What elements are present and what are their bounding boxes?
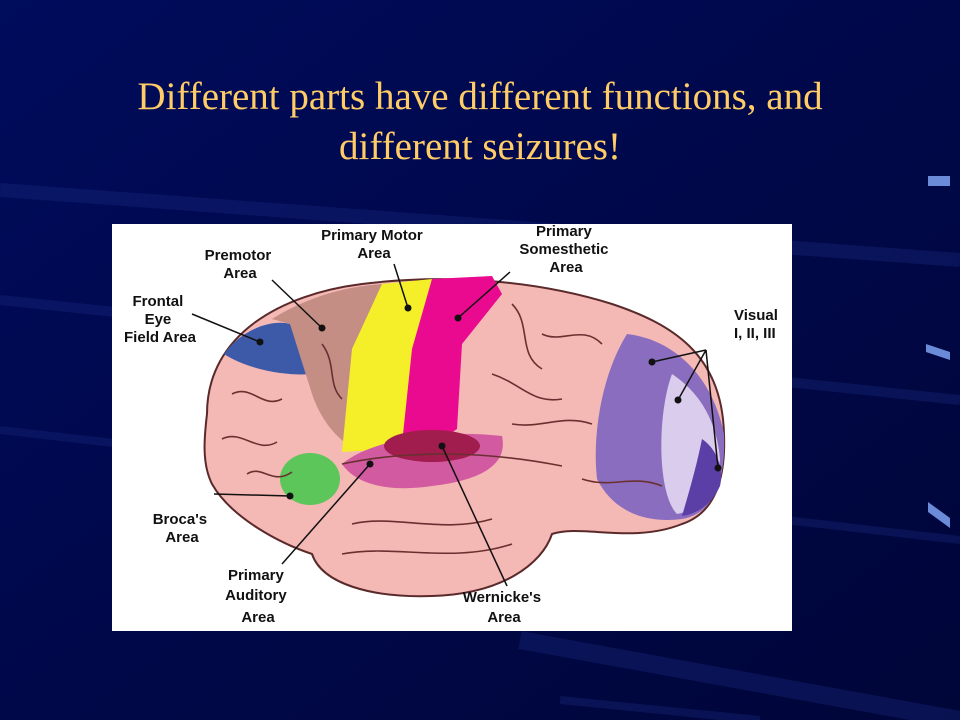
right-edge-marks (926, 176, 950, 528)
broca-region (280, 453, 340, 505)
slide-title-line1: Different parts have different functions… (137, 75, 823, 118)
slide-title-line2: different seizures! (339, 125, 621, 168)
brain-diagram: Primary Motor Area Primary Somesthetic A… (112, 224, 792, 631)
wernicke-region (384, 430, 480, 462)
slide-title: Different parts have different functions… (60, 72, 900, 172)
label-frontal-eye-field: Frontal Eye Field Area (124, 293, 197, 346)
primary-somesthetic-region (402, 276, 502, 444)
leader-lines (191, 263, 719, 587)
label-primary-motor: Primary Motor Area (321, 227, 427, 262)
label-premotor: Premotor Area (205, 247, 276, 282)
label-primary-somesthetic: Primary Somesthetic Area (519, 224, 612, 276)
label-wernicke: Wernicke's Area (463, 589, 546, 626)
visual-area-inner (682, 439, 722, 516)
primary-motor-region (342, 279, 432, 452)
brain-folds (221, 303, 663, 555)
brain-diagram-svg: Primary Motor Area Primary Somesthetic A… (124, 224, 782, 626)
label-broca: Broca's Area (153, 511, 212, 546)
label-primary-auditory: Primary Auditory Area (225, 567, 291, 626)
leader-dots (256, 304, 722, 500)
label-visual: Visual I, II, III (734, 307, 782, 342)
